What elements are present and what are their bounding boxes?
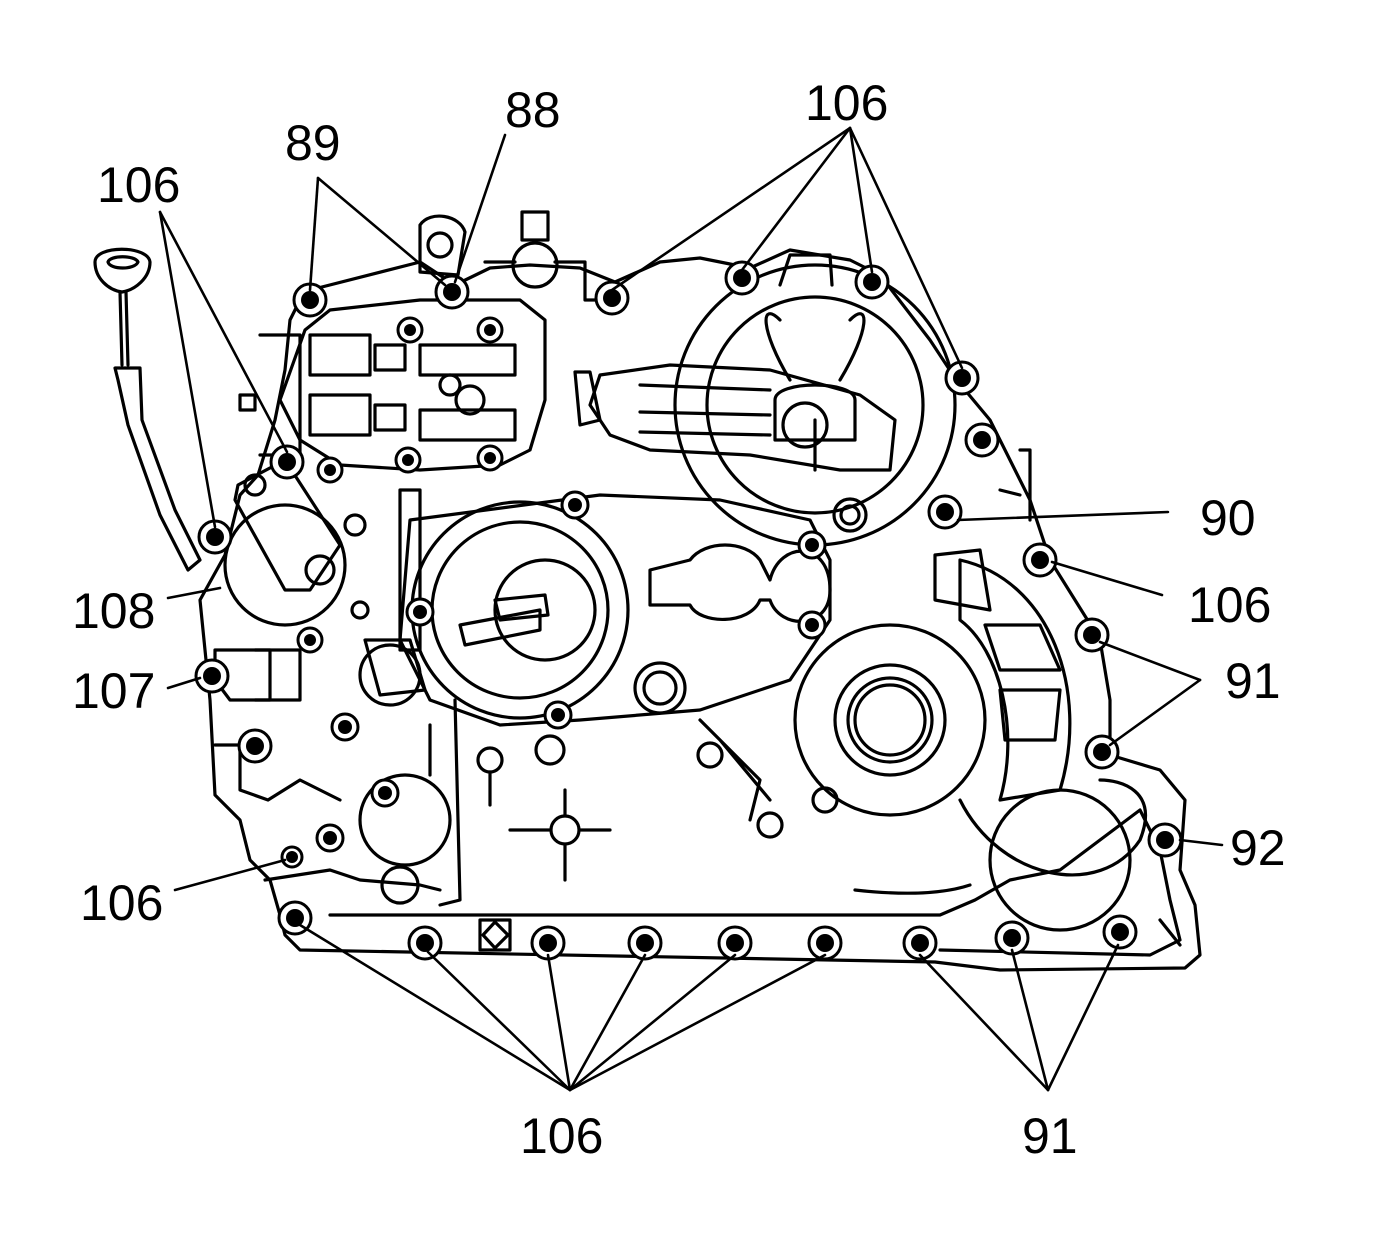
bolt-interior-m xyxy=(476,444,504,472)
leader-88 xyxy=(453,133,507,284)
leader-106-lowerleft xyxy=(173,858,287,892)
bolt-106-top-c xyxy=(854,264,890,300)
bolt-106-left-a xyxy=(269,444,305,480)
leader-106-bottom-4 xyxy=(568,953,647,1092)
bolt-91-right-a xyxy=(1074,617,1110,653)
callout-106-bottom: 106 xyxy=(520,1108,603,1164)
transaxle-case-drawing xyxy=(93,210,1202,972)
callout-labels: 88 89 106 106 90 106 91 92 108 107 106 1… xyxy=(72,75,1286,1164)
bolt-bottom-2 xyxy=(407,925,443,961)
leader-lines xyxy=(158,126,1224,1092)
dipstick xyxy=(93,247,202,572)
leader-91-bottom-a xyxy=(918,953,1050,1092)
bolt-interior-l xyxy=(394,446,422,474)
callout-91-bottom: 91 xyxy=(1022,1108,1078,1164)
leader-106-top-c xyxy=(848,126,874,274)
leader-106-bottom-2 xyxy=(426,950,572,1092)
lower-left-region xyxy=(263,488,462,907)
callout-89: 89 xyxy=(285,115,341,171)
leader-91-bottom-b xyxy=(1010,948,1050,1092)
leader-106-bottom-1 xyxy=(298,923,572,1092)
bolt-106-left-b xyxy=(197,519,233,555)
callout-90: 90 xyxy=(1200,490,1256,546)
leader-106-top-d xyxy=(848,126,964,370)
leader-106-topleft-a xyxy=(158,210,289,454)
upper-right-drum-cover xyxy=(673,253,957,547)
callout-106-lower-left: 106 xyxy=(80,875,163,931)
case-outer-outline xyxy=(198,248,1202,972)
solenoid-bar xyxy=(573,363,897,472)
bolt-interior-b xyxy=(405,597,435,627)
callout-108: 108 xyxy=(72,583,155,639)
leader-106-bottom-3 xyxy=(546,953,572,1092)
bolt-107 xyxy=(194,658,230,694)
bolt-interior-d xyxy=(797,610,827,640)
bolt-interior-j xyxy=(476,316,504,344)
leader-92 xyxy=(1178,838,1224,847)
callout-91-right: 91 xyxy=(1225,653,1281,709)
bolt-side-right-a xyxy=(964,422,1000,458)
leader-106-top-a xyxy=(610,126,852,292)
leader-91-right-b xyxy=(1108,678,1202,747)
bolt-106-lower-left xyxy=(280,845,304,869)
leader-108 xyxy=(166,586,222,600)
callout-107: 107 xyxy=(72,663,155,719)
leader-89-b xyxy=(316,176,447,287)
bolt-interior-k xyxy=(316,456,344,484)
center-drum xyxy=(398,493,832,727)
leader-90 xyxy=(956,510,1170,522)
bolt-106-top-a xyxy=(594,280,630,316)
bolt-bottom-5 xyxy=(717,925,753,961)
callout-88: 88 xyxy=(505,82,561,138)
manual-shaft-plate xyxy=(213,458,347,802)
bolt-bottom-3 xyxy=(530,925,566,961)
bolt-bottom-6 xyxy=(807,925,843,961)
leader-106-top-b xyxy=(740,126,852,272)
leader-89-a xyxy=(308,176,320,292)
callout-106-right: 106 xyxy=(1188,577,1271,633)
callout-106-top-right: 106 xyxy=(805,75,888,131)
bolt-bottom-4 xyxy=(627,925,663,961)
bolt-106-right xyxy=(1022,542,1058,578)
leader-91-bottom-c xyxy=(1046,943,1120,1092)
bolt-interior-g xyxy=(370,778,400,808)
bolt-interior-a xyxy=(560,490,590,520)
case-small-features xyxy=(476,448,1182,952)
callout-106-top-left: 106 xyxy=(97,157,180,213)
bolt-bottom-8 xyxy=(994,920,1030,956)
differential-housing xyxy=(793,548,1148,932)
callout-92: 92 xyxy=(1230,820,1286,876)
bolt-interior-i xyxy=(396,316,424,344)
leader-106-topleft-b xyxy=(158,210,217,529)
bolt-interior-n xyxy=(296,626,324,654)
leader-106-bottom-5 xyxy=(568,953,737,1092)
bolt-interior-h xyxy=(315,823,345,853)
bolt-90 xyxy=(927,494,963,530)
leader-106-right xyxy=(1050,560,1164,597)
case-flange-inner xyxy=(328,808,1182,957)
bolt-bottom-7 xyxy=(902,925,938,961)
bolt-interior-c xyxy=(797,530,827,560)
bolt-interior-e xyxy=(543,700,573,730)
top-fitting xyxy=(418,210,602,302)
bolt-106-top-d xyxy=(944,360,980,396)
leader-106-bottom-6 xyxy=(568,953,827,1092)
bolt-interior-f xyxy=(330,712,360,742)
bolt-bottom-9 xyxy=(1102,914,1138,950)
bolt-106-top-b xyxy=(724,260,760,296)
bolt-lower-left-hex xyxy=(237,728,273,764)
leader-91-right-a xyxy=(1098,640,1202,682)
bolt-92 xyxy=(1147,822,1183,858)
bolt-91-right-b xyxy=(1084,734,1120,770)
leader-107 xyxy=(166,676,202,690)
